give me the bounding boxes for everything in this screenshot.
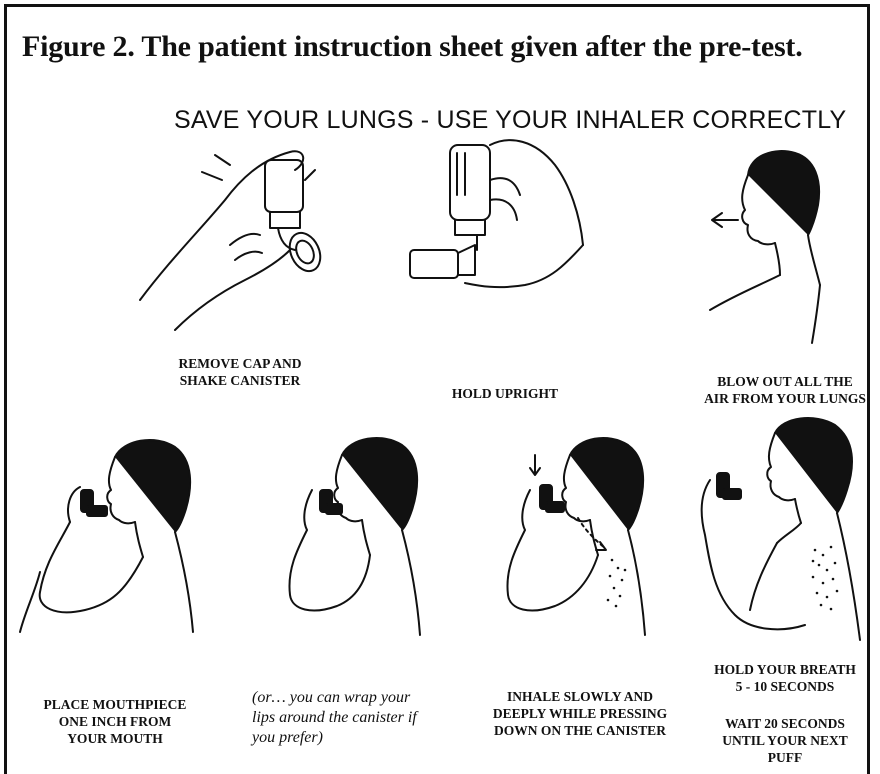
shake-inhaler-illustration (130, 140, 330, 335)
figure-title: Figure 2. The patient instruction sheet … (22, 30, 803, 64)
hold-breath-illustration (695, 415, 865, 645)
inhale-press-illustration (500, 430, 650, 645)
caption-hold-upright: HOLD UPRIGHT (425, 385, 585, 402)
caption-remove-cap: REMOVE CAP AND SHAKE CANISTER (150, 355, 330, 389)
mouthpiece-distance-illustration (15, 432, 200, 637)
wrap-lips-illustration (282, 430, 432, 640)
caption-place-mouthpiece: PLACE MOUTHPIECE ONE INCH FROM YOUR MOUT… (30, 696, 200, 747)
caption-hold-breath: HOLD YOUR BREATH 5 - 10 SECONDS (690, 661, 880, 695)
caption-wrap-lips: (or… you can wrap your lips around the c… (252, 688, 472, 748)
blow-out-illustration (700, 145, 830, 345)
caption-inhale-slowly: INHALE SLOWLY AND DEEPLY WHILE PRESSING … (480, 688, 680, 739)
sheet-headline: SAVE YOUR LUNGS - USE YOUR INHALER CORRE… (174, 106, 846, 135)
caption-wait-seconds: WAIT 20 SECONDS UNTIL YOUR NEXT PUFF (690, 715, 880, 766)
caption-blow-out: BLOW OUT ALL THE AIR FROM YOUR LUNGS (690, 373, 880, 407)
hold-upright-illustration (405, 135, 590, 305)
